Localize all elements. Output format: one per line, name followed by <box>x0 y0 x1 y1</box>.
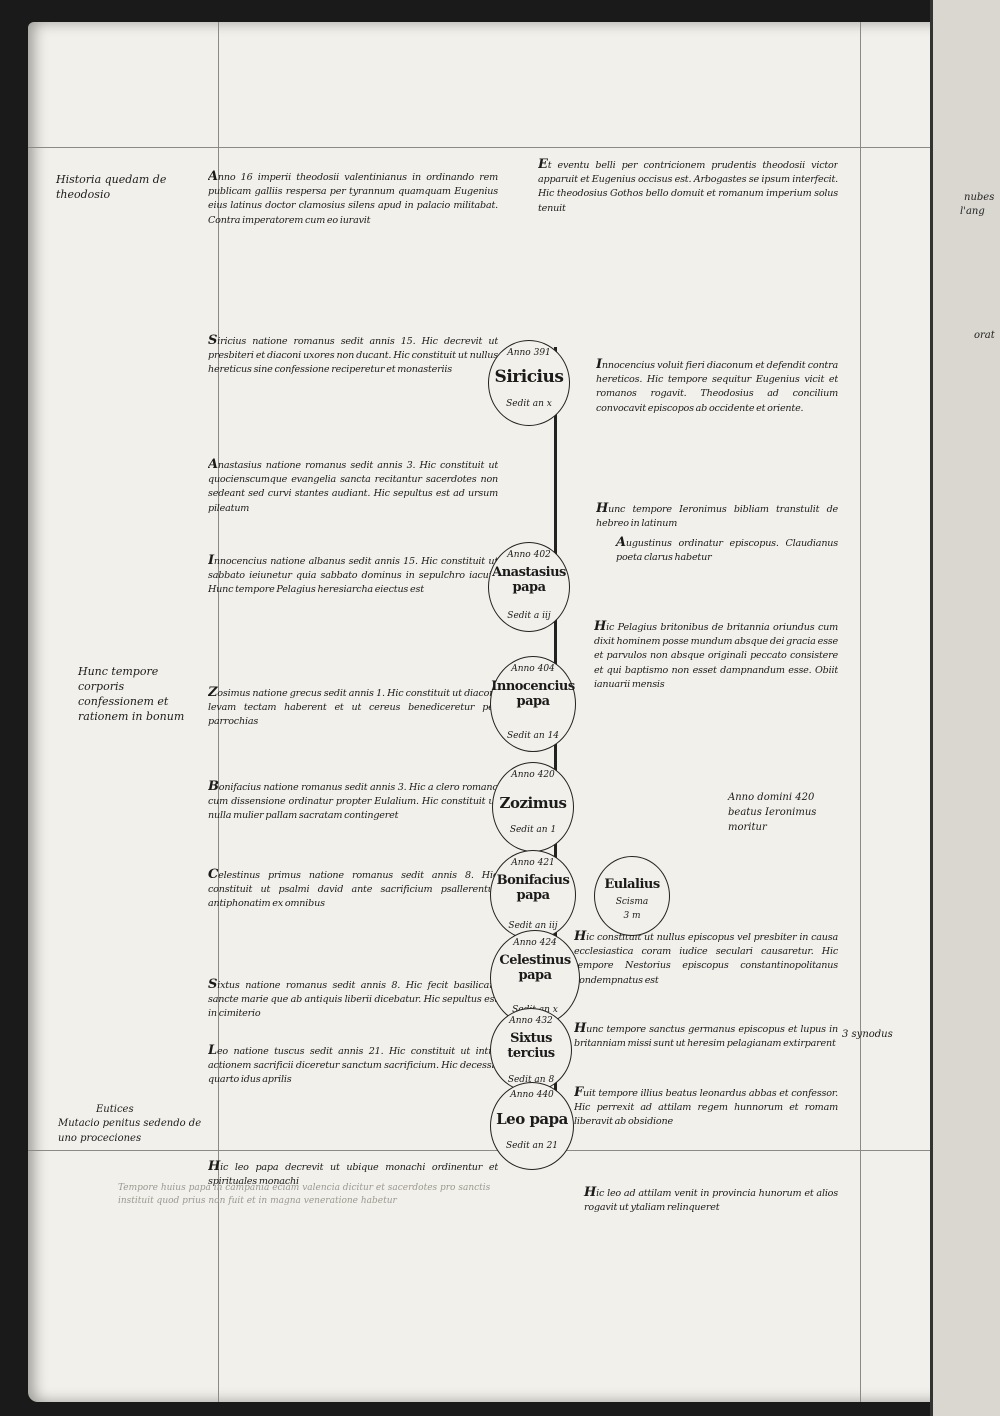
margin-note-synodus: 3 synodus <box>842 1029 893 1040</box>
entry-zosimus: Zosimus natione grecus sedit annis 1. Hi… <box>208 686 498 728</box>
pope-reign: Sedit an 1 <box>509 825 557 835</box>
facing-page-note-a: nubes <box>964 192 995 203</box>
ruling-top <box>28 147 938 148</box>
entry-pelagius: Hic Pelagius britonibus de britannia ori… <box>594 620 838 690</box>
ruling-bottom <box>28 1150 938 1151</box>
manuscript-page: Historia quedam de theodosio Hunc tempor… <box>28 22 938 1402</box>
margin-note-theodosius: Historia quedam de theodosio <box>56 173 167 201</box>
margin-note-eutices: Mutacio penitus sedendo de uno procecion… <box>58 1118 202 1144</box>
entry-celestinus: Celestinus primus natione romanus sedit … <box>208 868 498 910</box>
pope-reign: Sedit an 21 <box>505 1141 559 1151</box>
entry-leo: Leo natione tuscus sedit annis 21. Hic c… <box>208 1044 498 1086</box>
pope-medallion-sixtus: Anno 432 Sixtus tercius Sedit an 8 <box>490 1008 572 1092</box>
antipope-name: Eulalius <box>604 877 660 892</box>
facing-page-note-c: orat <box>974 330 995 341</box>
pope-name: Bonifacius papa <box>496 873 570 903</box>
antipope-reign: 3 m <box>623 911 641 921</box>
pope-year: Anno 440 <box>510 1090 554 1100</box>
entry-augustinus: Augustinus ordinatur episcopus. Claudian… <box>616 536 838 564</box>
pope-medallion-zozimus: Anno 420 Zozimus Sedit an 1 <box>492 762 574 852</box>
pope-reign: Sedit a iij <box>507 611 551 621</box>
entry-sixtus: Sixtus natione romanus sedit annis 8. Hi… <box>208 978 498 1020</box>
pope-name: Sixtus tercius <box>507 1031 555 1061</box>
margin-note-confession: Hunc tempore corporis confessionem et ra… <box>78 665 185 723</box>
pope-reign: Sedit an 14 <box>506 731 560 741</box>
antipope-subtitle: Scisma <box>615 897 649 907</box>
ruling-left <box>218 22 219 1402</box>
pope-reign: Sedit an 8 <box>507 1075 555 1085</box>
entry-attila: Hic leo ad attilam venit in provincia hu… <box>584 1186 838 1214</box>
pope-medallion-bonifacius: Anno 421 Bonifacius papa Sedit an iij <box>490 850 576 940</box>
pope-year: Anno 402 <box>507 550 551 560</box>
entry-celestinus-decree: Hic constituit ut nullus episcopus vel p… <box>574 930 838 986</box>
pope-name: Innocencius papa <box>491 679 575 709</box>
pope-name: Siricius <box>494 367 564 387</box>
entry-ieronimus-bible: Hunc tempore Ieronimus bibliam transtuli… <box>596 502 838 530</box>
margin-note-eutices-title: Eutices <box>96 1104 134 1115</box>
facing-page-note-b: l'ang <box>960 206 985 217</box>
pope-name: Celestinus papa <box>499 953 571 983</box>
pope-name: Anastasius papa <box>492 565 566 595</box>
text-column-right: Et eventu belli per contricionem prudent… <box>538 158 838 342</box>
text-column-right-b: Innocencius voluit fieri diaconum et def… <box>596 358 838 570</box>
pope-medallion-leo: Anno 440 Leo papa Sedit an 21 <box>490 1082 574 1170</box>
pope-year: Anno 424 <box>513 938 557 948</box>
pope-medallion-anastasius: Anno 402 Anastasius papa Sedit a iij <box>488 542 570 632</box>
gutter-edge <box>930 0 933 1416</box>
facing-page: nubes l'ang orat <box>930 0 1000 1416</box>
pope-medallion-innocencius: Anno 404 Innocencius papa Sedit an 14 <box>490 656 576 752</box>
pope-year: Anno 432 <box>509 1016 553 1026</box>
entry-leonardus: Fuit tempore illius beatus leonardus abb… <box>574 1086 838 1128</box>
pope-year: Anno 421 <box>511 858 555 868</box>
entry-innocencius: Innocencius natione albanus sedit annis … <box>208 554 498 596</box>
pope-medallion-siricius: Anno 391 Siricius Sedit an x <box>488 340 570 426</box>
entry-theodosius-council: Innocencius voluit fieri diaconum et def… <box>596 358 838 414</box>
pope-reign: Sedit an x <box>506 399 552 409</box>
margin-note-ieronimus: Anno domini 420 beatus Ieronimus moritur <box>728 792 817 833</box>
ruling-right <box>860 22 861 1402</box>
entry-bonifacius: Bonifacius natione romanus sedit annis 3… <box>208 780 498 822</box>
entry-leo-decree: Hic leo papa decrevit ut ubique monachi … <box>208 1160 498 1188</box>
pope-name: Zozimus <box>499 794 567 812</box>
entry-anastasius: Anastasius natione romanus sedit annis 3… <box>208 458 498 514</box>
entry-theodosius: Anno 16 imperii theodosii valentinianus … <box>208 170 498 226</box>
pope-year: Anno 391 <box>507 348 551 358</box>
entry-siricius: Siricius natione romanus sedit annis 15.… <box>208 334 498 376</box>
pope-reign: Sedit an iij <box>508 921 558 931</box>
text-column-right-c: Hic Pelagius britonibus de britannia ori… <box>594 620 838 724</box>
entry-germanus: Hunc tempore sanctus germanus episcopus … <box>574 1022 838 1050</box>
faint-offset-text: Tempore huius papa in campania eciam val… <box>118 1183 491 1206</box>
entry-eugenius-war: Et eventu belli per contricionem prudent… <box>538 158 838 214</box>
text-column-left: Anno 16 imperii theodosii valentinianus … <box>208 170 498 1194</box>
text-column-right-d: Hic constituit ut nullus episcopus vel p… <box>574 930 838 1238</box>
pope-year: Anno 404 <box>511 664 555 674</box>
antipope-medallion-eulalius: Eulalius Scisma 3 m <box>594 856 670 936</box>
pope-year: Anno 420 <box>511 770 555 780</box>
pope-name: Leo papa <box>496 1110 568 1128</box>
